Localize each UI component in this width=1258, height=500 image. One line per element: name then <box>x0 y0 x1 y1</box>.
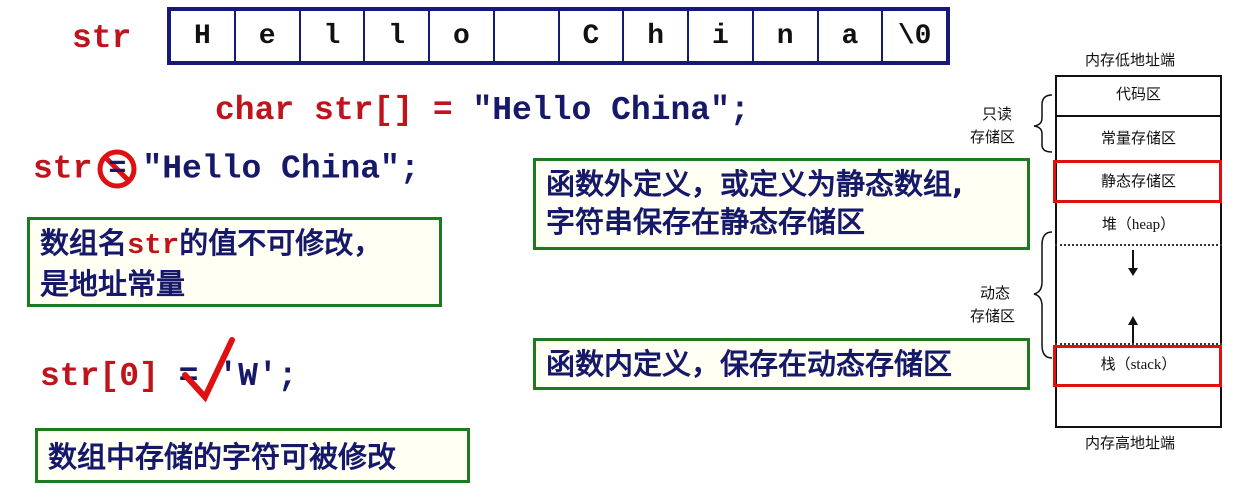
note-str: str <box>127 229 180 262</box>
array-cell: n <box>754 11 819 61</box>
memory-layout <box>1055 75 1222 428</box>
array-name-note-line2: 是地址常量 <box>40 267 186 301</box>
array-cell: e <box>236 11 301 61</box>
memory-high-label: 内存高地址端 <box>1085 436 1176 452</box>
prohibited-icon <box>97 149 137 189</box>
index-assign-line: str[0] = 'W'; <box>40 360 297 393</box>
dynamic-label-1: 动态 <box>980 286 1011 302</box>
array-cell: a <box>819 11 884 61</box>
dynamic-note-box: 函数内定义，保存在动态存储区 <box>533 338 1030 390</box>
array-cell: \0 <box>897 20 932 52</box>
growth-arrows-icon <box>1128 250 1138 343</box>
static-note-line1: 函数外定义，或定义为静态数组, <box>546 167 964 201</box>
prohibited-equals: = <box>108 152 127 186</box>
note-text: 数组名 <box>40 226 128 260</box>
array-cell: C <box>560 11 625 61</box>
array-cell: l <box>365 11 430 61</box>
note-text: 的值不可修改， <box>179 226 383 260</box>
array-label: str <box>72 20 132 57</box>
static-note-box: 函数外定义，或定义为静态数组, 字符串保存在静态存储区 <box>533 158 1030 250</box>
array-cell: o <box>430 11 495 61</box>
dynamic-label-2: 存储区 <box>970 309 1016 325</box>
index-rhs: 'W'; <box>218 358 298 395</box>
assign-rhs: "Hello China"; <box>142 150 420 188</box>
array-cell: i <box>689 11 754 61</box>
declaration-keyword: char str[] = <box>215 92 453 129</box>
check-mark-icon <box>182 337 235 403</box>
array-cell <box>495 11 560 61</box>
static-highlight <box>1053 160 1222 203</box>
array-name-note-box: 数组名str的值不可修改， 是地址常量 <box>27 217 442 307</box>
assign-line: str = "Hello China"; <box>33 148 420 190</box>
prohibited-sign: = <box>96 148 138 190</box>
memory-low-label: 内存低地址端 <box>1085 53 1176 69</box>
array-cell: l <box>301 11 366 61</box>
array-name-note-line1: 数组名str的值不可修改， <box>40 224 429 265</box>
array-cell: H <box>171 11 236 61</box>
readonly-label-2: 存储区 <box>970 130 1016 146</box>
stack-highlight <box>1053 345 1222 387</box>
brace-icons <box>1033 94 1053 359</box>
memory-row-code: 代码区 <box>1055 75 1222 117</box>
index-lhs: str[0] <box>40 358 159 395</box>
static-note-line2: 字符串保存在静态存储区 <box>546 205 866 239</box>
declaration-line: char str[] = "Hello China"; <box>215 94 750 127</box>
memory-row-heap: 堆（heap） <box>1055 206 1222 246</box>
modifiable-note-box: 数组中存储的字符可被修改 <box>35 428 470 483</box>
memory-row-constant: 常量存储区 <box>1100 130 1176 147</box>
array-cell: h <box>624 11 689 61</box>
readonly-label-1: 只读 <box>982 107 1013 123</box>
declaration-value: "Hello China"; <box>472 92 750 129</box>
assign-lhs: str <box>33 150 93 188</box>
memory-row-static: 静态存储区 <box>1100 173 1176 190</box>
